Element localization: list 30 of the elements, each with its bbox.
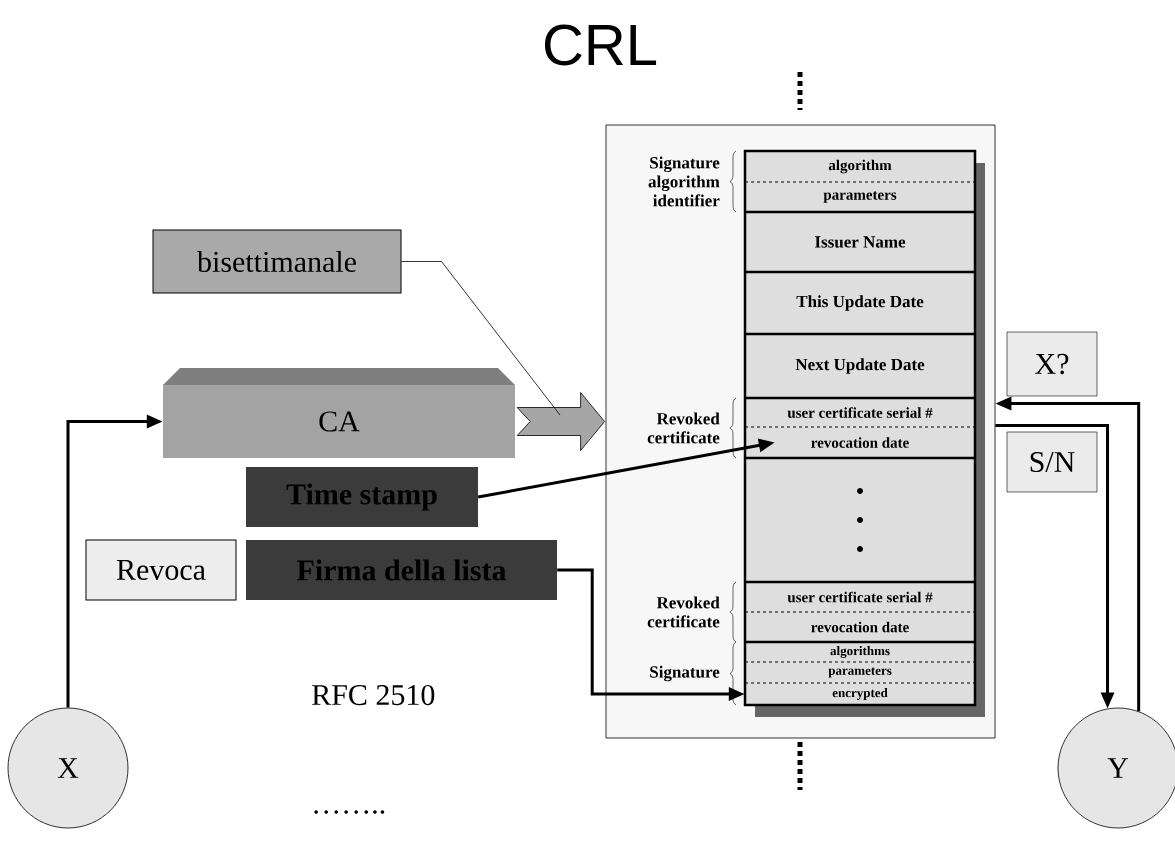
node-label: encrypted [832,688,888,700]
query-box: S/N [1006,431,1098,493]
leader-line [401,261,561,416]
record-field: user certificate serial # [745,582,975,612]
dark-box: Firma della lista [246,540,557,600]
record-field: This Update Date [745,272,975,334]
node-label: parameters [828,667,892,678]
node-label: user certificate serial # [787,591,933,603]
node-label: algorithms [830,646,890,658]
record-field: parameters [745,182,975,212]
record-field: encrypted [745,683,975,705]
title: CRL [544,24,657,66]
action-box: Revoca [85,539,237,601]
field-label: Revoked certificate [647,596,720,628]
ellipsis-text: …….. [314,810,385,814]
node-label: revocation date [811,437,909,448]
note-box: bisettimanale [152,229,402,294]
node-label: user certificate serial # [787,407,933,418]
reference-text: RFC 2510 [312,684,435,706]
dark-box: Time stamp [246,467,478,527]
query-box: X? [1006,331,1098,397]
block-arrow [516,392,605,451]
ca-block: CA [163,368,515,458]
field-label: Revoked certificate [647,412,720,444]
node-label: parameters [823,191,897,203]
field-label: Signature [650,665,720,682]
field-label: Signature algorithm identifier [648,156,720,207]
record-field: revocation date [745,612,975,642]
node-label: algorithm [828,159,892,174]
node-label: revocation date [811,621,909,633]
